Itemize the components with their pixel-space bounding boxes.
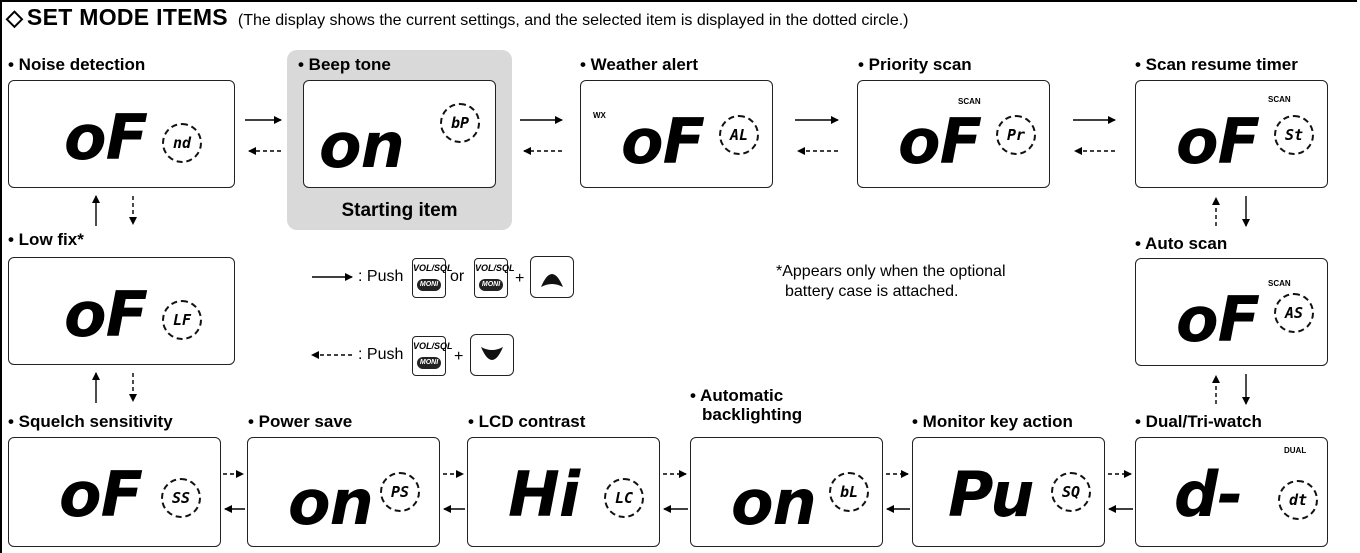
up-key-icon xyxy=(530,256,574,298)
item-code-circle: LF xyxy=(162,300,202,340)
vol-sql-moni-key-icon: VOL/SQL MONI xyxy=(412,336,453,376)
down-triangle-icon xyxy=(481,347,503,360)
wx-indicator: WX xyxy=(593,111,606,120)
scan-indicator: SCAN xyxy=(1268,95,1291,104)
label-automatic-backlighting: • Automatic backlighting xyxy=(690,386,802,424)
lcd-low-fix: oF LF xyxy=(8,257,235,365)
label-beep-tone: • Beep tone xyxy=(298,55,391,74)
lcd-scan-resume-timer: SCAN oF St xyxy=(1135,80,1328,188)
vol-sql-moni-key-icon: VOL/SQL MONI xyxy=(412,258,453,298)
legend-forward-text: : Push xyxy=(358,268,404,285)
lcd-value: oF xyxy=(64,278,148,351)
key-bottom-label: MONI xyxy=(417,279,441,291)
item-code-circle: AL xyxy=(719,115,759,155)
vol-sql-moni-key-icon: VOL/SQL MONI xyxy=(474,258,515,298)
lcd-value: d- xyxy=(1174,458,1243,531)
label-scan-resume-timer: • Scan resume timer xyxy=(1135,55,1298,74)
figure-title: ◇SET MODE ITEMS (The display shows the cu… xyxy=(6,4,908,31)
footnote-line1: *Appears only when the optional xyxy=(776,263,1006,280)
title-text: SET MODE ITEMS xyxy=(26,4,228,30)
lcd-value: oF xyxy=(64,101,148,174)
label-squelch-sensitivity: • Squelch sensitivity xyxy=(8,412,173,431)
scan-indicator: SCAN xyxy=(958,97,981,106)
lcd-value: Pu xyxy=(948,458,1034,531)
lcd-lcd-contrast: Hi LC xyxy=(467,437,660,547)
key-bottom-label: MONI xyxy=(479,279,503,291)
key-bottom-label: MONI xyxy=(417,357,441,369)
label-monitor-key-action: • Monitor key action xyxy=(912,412,1073,431)
label-priority-scan: • Priority scan xyxy=(858,55,972,74)
lcd-monitor-key-action: Pu SQ xyxy=(912,437,1105,547)
up-triangle-icon xyxy=(541,274,563,287)
diamond-icon: ◇ xyxy=(6,5,23,30)
lcd-weather-alert: WX oF AL xyxy=(580,80,773,188)
lcd-noise-detection: oF nd xyxy=(8,80,235,188)
lcd-auto-scan: SCAN oF AS xyxy=(1135,258,1328,366)
starting-item-label: Starting item xyxy=(341,200,458,221)
item-code-circle: PS xyxy=(380,472,420,512)
lcd-value: on xyxy=(288,466,374,539)
item-code-circle: bL xyxy=(829,472,869,512)
lcd-priority-scan: SCAN oF Pr xyxy=(857,80,1050,188)
label-weather-alert: • Weather alert xyxy=(580,55,699,74)
key-top-label: VOL/SQL xyxy=(413,341,453,351)
title-note: (The display shows the current settings,… xyxy=(237,12,909,29)
label-auto-scan: • Auto scan xyxy=(1135,234,1228,253)
item-code-circle: nd xyxy=(162,123,202,163)
label-line1: • Automatic xyxy=(690,386,784,405)
label-dual-tri-watch: • Dual/Tri-watch xyxy=(1135,412,1262,431)
lcd-automatic-backlighting: on bL xyxy=(690,437,883,547)
legend-backward-text: : Push xyxy=(358,346,404,363)
label-lcd-contrast: • LCD contrast xyxy=(468,412,586,431)
item-code-circle: SS xyxy=(161,478,201,518)
lcd-value: oF xyxy=(621,105,705,178)
dual-indicator: DUAL xyxy=(1284,446,1307,455)
lcd-value: Hi xyxy=(508,458,580,531)
lcd-value: on xyxy=(731,466,817,539)
label-line2: backlighting xyxy=(702,405,803,424)
lcd-value: on xyxy=(319,109,405,182)
item-code-circle: AS xyxy=(1274,293,1314,333)
label-noise-detection: • Noise detection xyxy=(8,55,146,74)
lcd-dual-tri-watch: DUAL d- dt xyxy=(1135,437,1328,547)
legend-plus: + xyxy=(454,348,464,365)
key-top-label: VOL/SQL xyxy=(413,263,453,273)
lcd-value: oF xyxy=(1176,283,1260,356)
lcd-value: oF xyxy=(898,105,982,178)
key-top-label: VOL/SQL xyxy=(475,263,515,273)
label-power-save: • Power save xyxy=(248,412,353,431)
footnote-line2: battery case is attached. xyxy=(785,283,959,300)
item-code-circle: bP xyxy=(440,103,480,143)
lcd-value: oF xyxy=(59,458,143,531)
item-code-circle: dt xyxy=(1278,480,1318,520)
label-low-fix: • Low fix* xyxy=(8,230,84,249)
footnote: *Appears only when the optional battery … xyxy=(776,262,1006,302)
item-code-circle: LC xyxy=(604,478,644,518)
lcd-squelch-sensitivity: oF SS xyxy=(8,437,221,547)
lcd-value: oF xyxy=(1176,105,1260,178)
down-key-icon xyxy=(470,334,514,376)
item-code-circle: SQ xyxy=(1051,472,1091,512)
item-code-circle: Pr xyxy=(996,115,1036,155)
legend-or: or xyxy=(450,268,465,285)
legend-plus: + xyxy=(515,270,525,287)
scan-indicator: SCAN xyxy=(1268,279,1291,288)
lcd-power-save: on PS xyxy=(247,437,440,547)
item-code-circle: St xyxy=(1274,115,1314,155)
lcd-beep-tone: on bP xyxy=(303,80,496,188)
